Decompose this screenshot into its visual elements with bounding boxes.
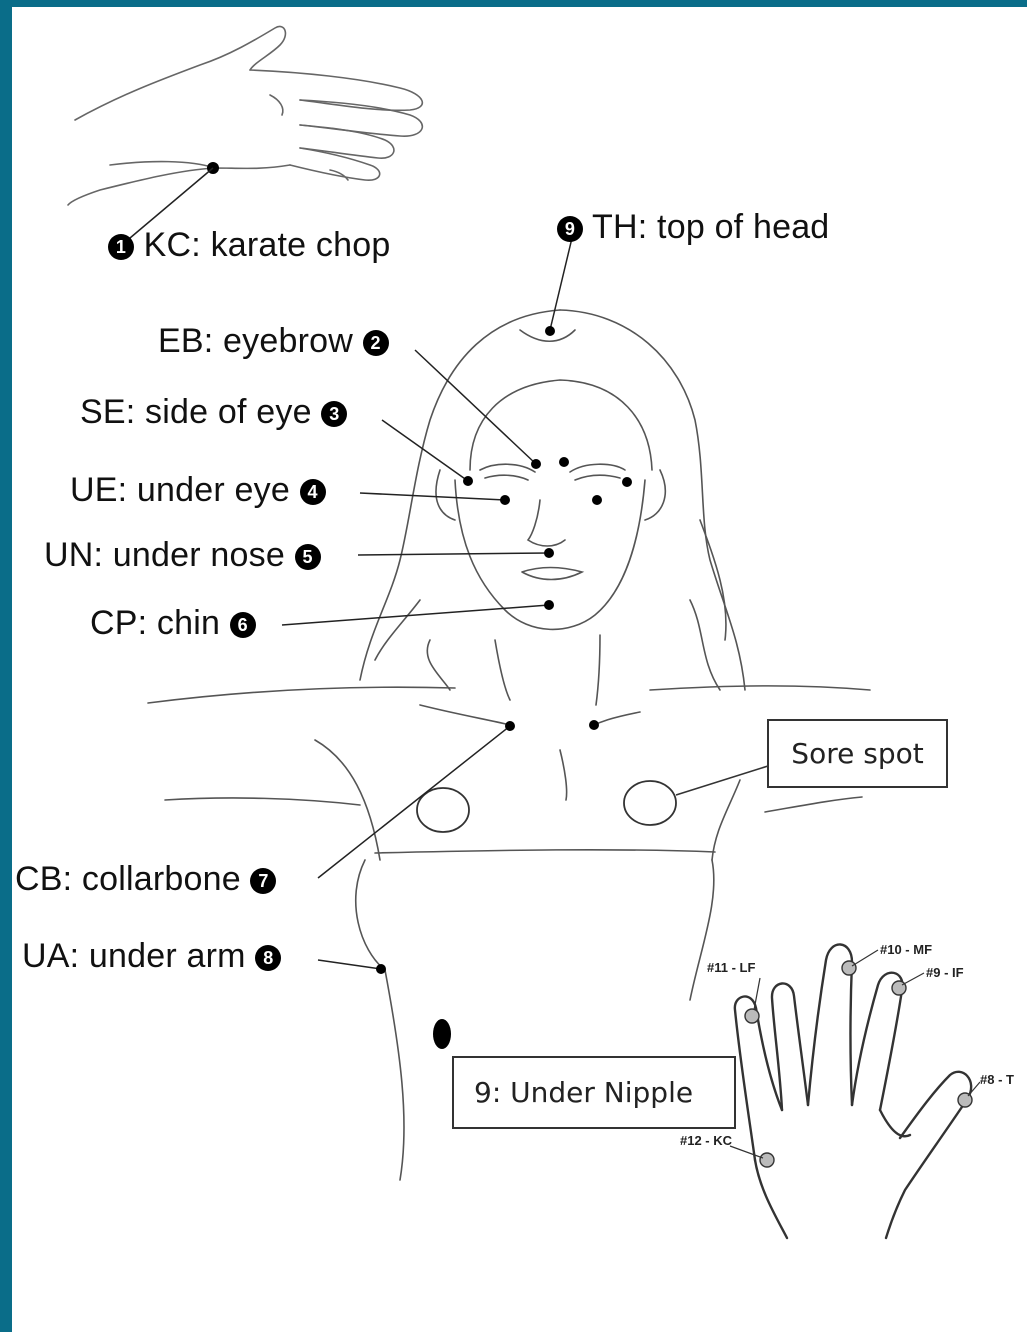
point-number-1: 1 — [108, 234, 134, 260]
face-illustration — [360, 310, 745, 705]
label-text: TH: top of head — [592, 208, 829, 246]
label-text: CB: collarbone — [15, 860, 241, 898]
label-text: UA: under arm — [22, 937, 246, 975]
label-text: SE: side of eye — [80, 393, 312, 431]
label-text: UN: under nose — [44, 536, 285, 574]
label-under-eye: UE: under eye 4 — [70, 471, 326, 510]
label-top-of-head: 9 TH: top of head — [557, 208, 829, 247]
label-text: UE: under eye — [70, 471, 290, 509]
label-karate-chop: 1 KC: karate chop — [108, 226, 390, 265]
label-text: KC: karate chop — [144, 226, 391, 264]
finger-label-karate-chop: #12 - KC — [680, 1133, 732, 1148]
point-number-2: 2 — [363, 330, 389, 356]
sore-spot-leader — [676, 766, 768, 795]
label-eyebrow: EB: eyebrow 2 — [158, 322, 389, 361]
label-under-nose: UN: under nose 5 — [44, 536, 321, 575]
label-under-arm: UA: under arm 8 — [22, 937, 281, 976]
finger-label-thumb: #8 - T — [980, 1072, 1014, 1087]
sore-spot-box: Sore spot — [767, 719, 948, 788]
point-number-8: 8 — [255, 945, 281, 971]
point-number-7: 7 — [250, 868, 276, 894]
point-number-4: 4 — [300, 479, 326, 505]
under-nipple-box: 9: Under Nipple — [452, 1056, 736, 1129]
label-text: EB: eyebrow — [158, 322, 353, 360]
sore-spot-left-circle — [417, 788, 469, 832]
point-number-3: 3 — [321, 401, 347, 427]
point-number-5: 5 — [295, 544, 321, 570]
label-side-of-eye: SE: side of eye 3 — [80, 393, 347, 432]
hand-illustration — [68, 26, 422, 205]
point-number-6: 6 — [230, 612, 256, 638]
top-border — [0, 0, 1027, 7]
left-border — [0, 0, 12, 1332]
label-text: CP: chin — [90, 604, 220, 642]
finger-label-little: #11 - LF — [707, 960, 755, 975]
label-collarbone: CB: collarbone 7 — [15, 860, 276, 899]
label-chin: CP: chin 6 — [90, 604, 256, 643]
finger-label-middle: #10 - MF — [880, 942, 932, 957]
finger-leaders — [730, 950, 980, 1158]
finger-label-index: #9 - IF — [926, 965, 964, 980]
sore-spot-right-circle — [624, 781, 676, 825]
point-number-9: 9 — [557, 216, 583, 242]
finger-hand-illustration — [735, 944, 971, 1238]
